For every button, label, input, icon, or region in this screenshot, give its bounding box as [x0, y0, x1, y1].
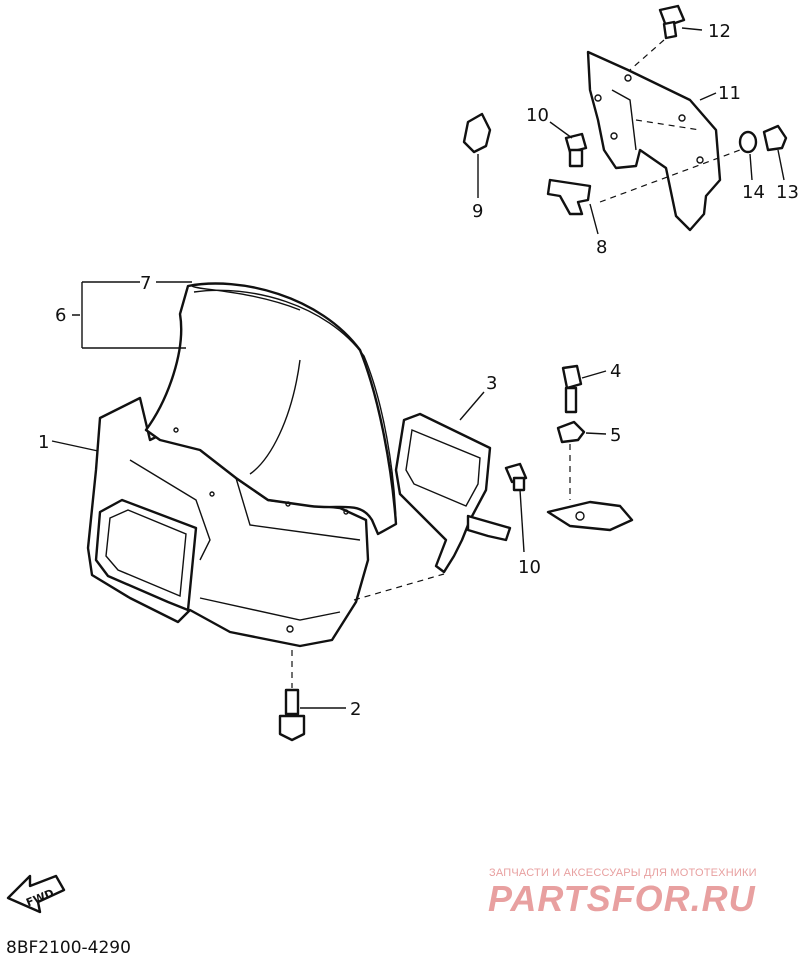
- bolt-10-lower-part: [504, 462, 528, 492]
- callout-8: 8: [596, 237, 607, 258]
- callout-12: 12: [708, 21, 731, 42]
- clip-8-part: [546, 178, 592, 216]
- callout-11: 11: [718, 83, 741, 104]
- collar-14-part: [738, 130, 758, 154]
- bolt-2-part: [278, 650, 306, 742]
- callout-1: 1: [38, 432, 49, 453]
- cowling-part: [86, 396, 370, 648]
- callout-10-lower: 10: [518, 557, 541, 578]
- callout-3: 3: [486, 373, 497, 394]
- callout-6: 6: [55, 305, 66, 326]
- bolt-4-part: [561, 364, 583, 414]
- callout-4: 4: [610, 361, 621, 382]
- callout-14: 14: [742, 182, 765, 203]
- bracket-11-part: [586, 50, 722, 232]
- leader-lines: [51, 27, 785, 709]
- bush-13-part: [762, 124, 788, 152]
- fwd-arrow-icon: FWD: [6, 874, 66, 914]
- watermark-tagline: ЗАПЧАСТИ И АКСЕССУАРЫ ДЛЯ МОТОТЕХНИКИ: [489, 867, 757, 879]
- bolt-12-part: [629, 4, 686, 71]
- callout-13: 13: [776, 182, 799, 203]
- callout-7: 7: [140, 273, 151, 294]
- mount-plate-part: [546, 500, 634, 532]
- clip-9-part: [462, 112, 492, 154]
- watermark-logo: PARTSFOR.RU: [488, 878, 756, 919]
- diagram-code: 8BF2100-4290: [6, 938, 131, 958]
- stay-bracket-part: [394, 412, 512, 574]
- nut-5-part: [556, 420, 586, 500]
- windscreen-part: [144, 282, 398, 536]
- callout-10-upper: 10: [526, 105, 549, 126]
- bolt-10-upper-part: [564, 132, 588, 168]
- callout-5: 5: [610, 425, 621, 446]
- callout-9: 9: [472, 201, 483, 222]
- callout-2: 2: [350, 699, 361, 720]
